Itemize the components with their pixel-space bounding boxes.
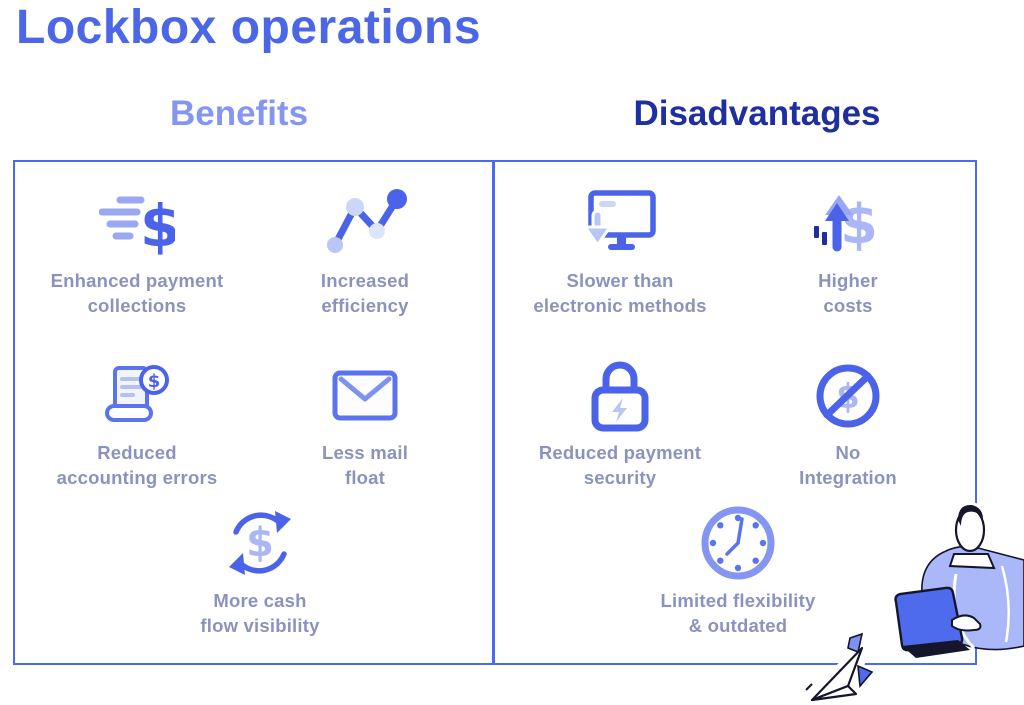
- benefits-header: Benefits: [169, 94, 309, 133]
- item-label: Higher costs: [818, 270, 878, 316]
- item-label: Less mail float: [321, 442, 409, 488]
- item-label: Slower than electronic methods: [533, 270, 707, 316]
- column-divider: [492, 162, 495, 663]
- disadvantage-item: $ Higher costs: [733, 180, 963, 318]
- padlock-icon: [587, 355, 653, 437]
- cash-cycle-icon: $: [223, 502, 297, 584]
- clock-icon: [699, 502, 777, 584]
- receipt-dollar-icon: $: [101, 355, 173, 437]
- disadvantage-item: Reduced payment security: [505, 355, 735, 490]
- rising-costs-icon: $: [813, 180, 883, 264]
- comparison-table: [13, 160, 977, 665]
- monitor-download-icon: [580, 180, 660, 264]
- disadvantage-item: Limited flexibility & outdated: [623, 502, 853, 638]
- benefit-item: $ More cash flow visibility: [145, 502, 375, 638]
- item-label: No Integration: [799, 442, 897, 488]
- item-label: More cash flow visibility: [200, 590, 320, 636]
- efficiency-chart-icon: [323, 180, 407, 264]
- benefit-item: Increased efficiency: [250, 180, 480, 318]
- no-dollar-icon: $: [813, 355, 883, 437]
- disadvantage-item: Slower than electronic methods: [505, 180, 735, 318]
- envelope-icon: [332, 355, 398, 437]
- item-label: Increased efficiency: [320, 270, 410, 316]
- disadvantage-item: $ No Integration: [733, 355, 963, 490]
- benefit-item: Less mail float: [250, 355, 480, 490]
- disadvantages-header: Disadvantages: [633, 94, 881, 133]
- page-title: Lockbox operations: [16, 1, 482, 54]
- item-label: Enhanced payment collections: [50, 270, 224, 316]
- benefit-item: $ Reduced accounting errors: [22, 355, 252, 490]
- svg-text:$: $: [148, 371, 161, 392]
- item-label: Limited flexibility & outdated: [660, 590, 816, 636]
- svg-text:$: $: [246, 520, 274, 566]
- item-label: Reduced accounting errors: [56, 442, 218, 488]
- item-label: Reduced payment security: [538, 442, 702, 488]
- svg-text:$: $: [140, 192, 175, 255]
- speed-dollar-icon: $: [99, 180, 175, 264]
- benefit-item: $ Enhanced payment collections: [22, 180, 252, 318]
- svg-text:$: $: [840, 193, 878, 255]
